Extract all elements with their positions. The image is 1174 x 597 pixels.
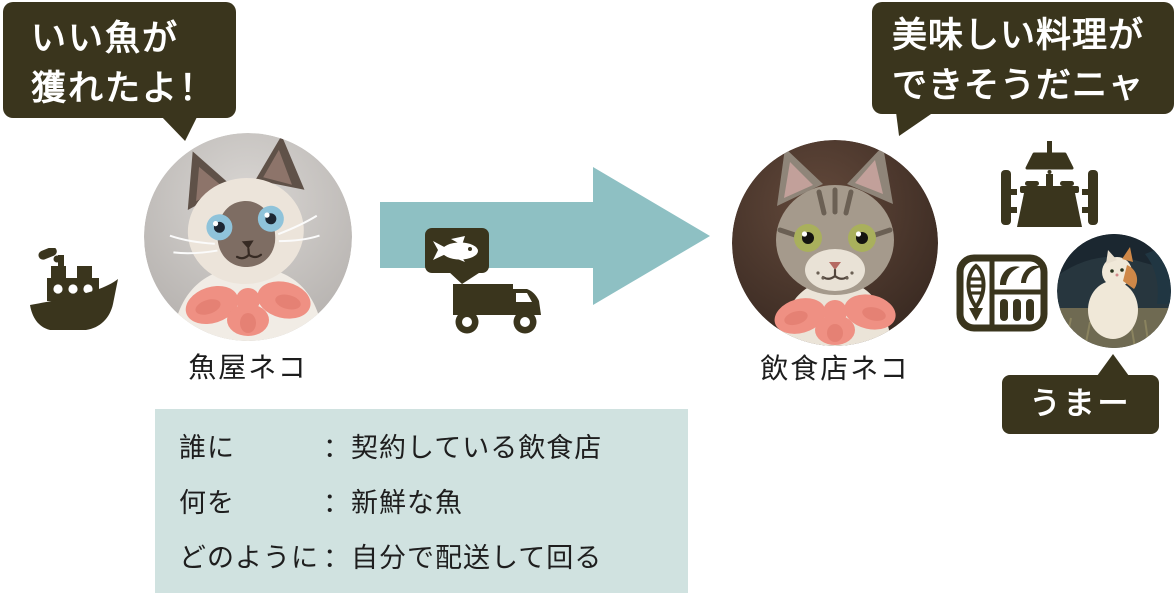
info-row-what: 何を ： 新鮮な魚	[179, 481, 688, 536]
restaurant-cat-photo	[732, 140, 938, 346]
info-row-separator: ：	[323, 433, 351, 464]
fisherman-cat-photo	[144, 133, 352, 341]
delivery-truck-icon	[420, 226, 546, 340]
info-row-who: 誰に ： 契約している飲食店	[179, 426, 688, 481]
boat-icon	[30, 246, 118, 338]
fish-speech-bubble-icon	[425, 228, 489, 284]
fisherman-label: 魚屋ネコ	[188, 351, 308, 384]
speech-bubble-customer: うまー	[1002, 375, 1159, 434]
speech-bubble-customer-tail	[1097, 354, 1129, 376]
restaurant-label: 飲食店ネコ	[760, 352, 910, 385]
speech-bubble-fisherman: いい魚が 獲れたよ！	[3, 2, 236, 118]
info-row-label: 誰に	[179, 433, 235, 464]
siamese-cat-illustration	[144, 133, 352, 341]
info-row-separator: ：	[323, 543, 351, 574]
info-row-label: 何を	[179, 488, 235, 519]
meal-tray-icon	[956, 254, 1048, 336]
info-row-value: 新鮮な魚	[351, 488, 463, 519]
speech-bubble-fisherman-tail	[160, 115, 198, 141]
speech-bubble-restaurant: 美味しい料理が できそうだニャ	[872, 2, 1174, 114]
white-cat-illustration	[1057, 234, 1171, 348]
speech-bubble-restaurant-tail	[896, 112, 934, 136]
info-row-how: どのように ： 自分で配送して回る	[179, 536, 688, 591]
info-row-label: どのように	[179, 543, 319, 574]
info-row-value: 契約している飲食店	[351, 433, 603, 464]
info-box: 誰に ： 契約している飲食店 何を ： 新鮮な魚 どのように ： 自分で配送して…	[155, 409, 688, 593]
dining-table-icon	[997, 141, 1105, 237]
flow-arrow	[380, 167, 710, 309]
tabby-cat-illustration	[732, 140, 938, 346]
info-row-value: 自分で配送して回る	[351, 543, 603, 574]
info-row-separator: ：	[323, 488, 351, 519]
customer-cat-photo	[1057, 234, 1171, 348]
